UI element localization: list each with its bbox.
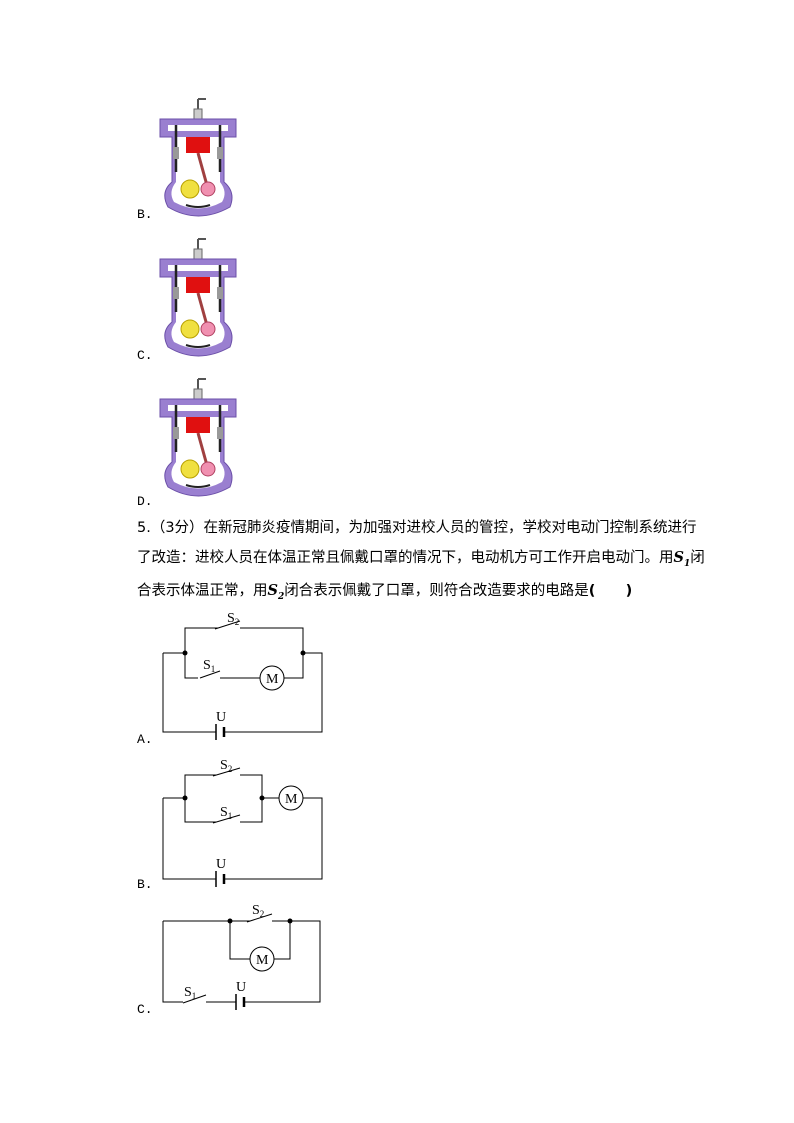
option-a-label: A. <box>137 732 153 747</box>
option-b-circuit-label: B. <box>137 877 153 892</box>
option-d-label: D. <box>137 494 153 509</box>
answer-bracket: ( ) <box>588 583 633 599</box>
question-5-line-1: 5.（3分）在新冠肺炎疫情期间，为加强对进校人员的管控，学校对电动门控制系统进行 <box>137 520 697 536</box>
s2-label: S2 <box>220 758 232 774</box>
question-text: 了改造：进校人员在体温正常且佩戴口罩的情况下，电动机方可工作开启电动门。用 <box>137 550 674 566</box>
s2-label: S2 <box>252 903 264 919</box>
s1-symbol: S <box>673 549 684 566</box>
motor-label: M <box>266 672 279 687</box>
question-5-line-2: 了改造：进校人员在体温正常且佩戴口罩的情况下，电动机方可工作开启电动门。用S1闭 <box>137 546 705 569</box>
source-label: U <box>216 710 226 725</box>
s1-label: S1 <box>203 658 215 674</box>
question-text: 闭合表示佩戴了口罩，则符合改造要求的电路是 <box>284 583 589 599</box>
s1-label: S1 <box>220 805 232 821</box>
source-label: U <box>236 980 246 995</box>
s1-subscript: 1 <box>683 558 691 569</box>
option-c-label: C. <box>137 348 153 363</box>
source-label: U <box>216 857 226 872</box>
question-text: 闭 <box>690 550 705 566</box>
question-text: 合表示体温正常，用 <box>137 583 268 599</box>
question-5-line-3: 合表示体温正常，用S2闭合表示佩戴了口罩，则符合改造要求的电路是( ) <box>137 579 632 602</box>
option-c-circuit-label: C. <box>137 1002 153 1017</box>
motor-label: M <box>285 792 298 807</box>
s2-subscript: 2 <box>277 591 285 602</box>
option-b-label: B. <box>137 207 153 222</box>
s2-label: S2 <box>227 611 239 627</box>
s2-symbol: S <box>267 582 278 599</box>
motor-label: M <box>256 953 269 968</box>
s1-label: S1 <box>184 985 196 1001</box>
